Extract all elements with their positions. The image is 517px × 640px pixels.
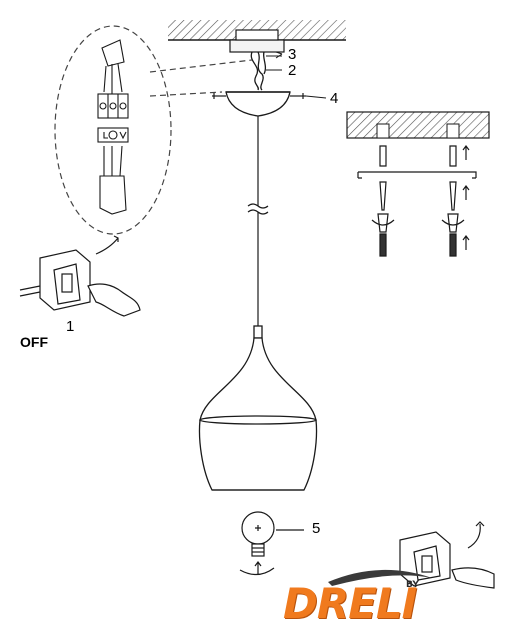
callout-leaders (266, 51, 327, 99)
callout-5: 5 (312, 520, 321, 537)
switch-off-label: OFF (20, 334, 48, 350)
mounting-plate-diagram (346, 111, 490, 257)
wiring-detail-bubble (54, 25, 253, 235)
callout-2: 2 (288, 62, 297, 79)
light-bulb (239, 511, 304, 576)
canopy (225, 91, 291, 117)
canopy-screws (212, 93, 306, 99)
wall-switch-on (399, 521, 495, 589)
wall-switch-off (19, 235, 141, 317)
supply-wires (250, 51, 267, 91)
pendant-cord (247, 116, 269, 326)
brand-logo-swoosh (328, 569, 432, 586)
brand-logo-by: BY (406, 580, 419, 590)
callout-1: 1 (66, 318, 75, 335)
brand-logo: DRELI (283, 579, 417, 628)
ceiling-bracket (229, 29, 285, 53)
callout-4: 4 (330, 90, 339, 107)
callout-3: 3 (288, 46, 297, 63)
terminal-block-detail (97, 39, 129, 215)
pendant-shade (198, 325, 318, 491)
